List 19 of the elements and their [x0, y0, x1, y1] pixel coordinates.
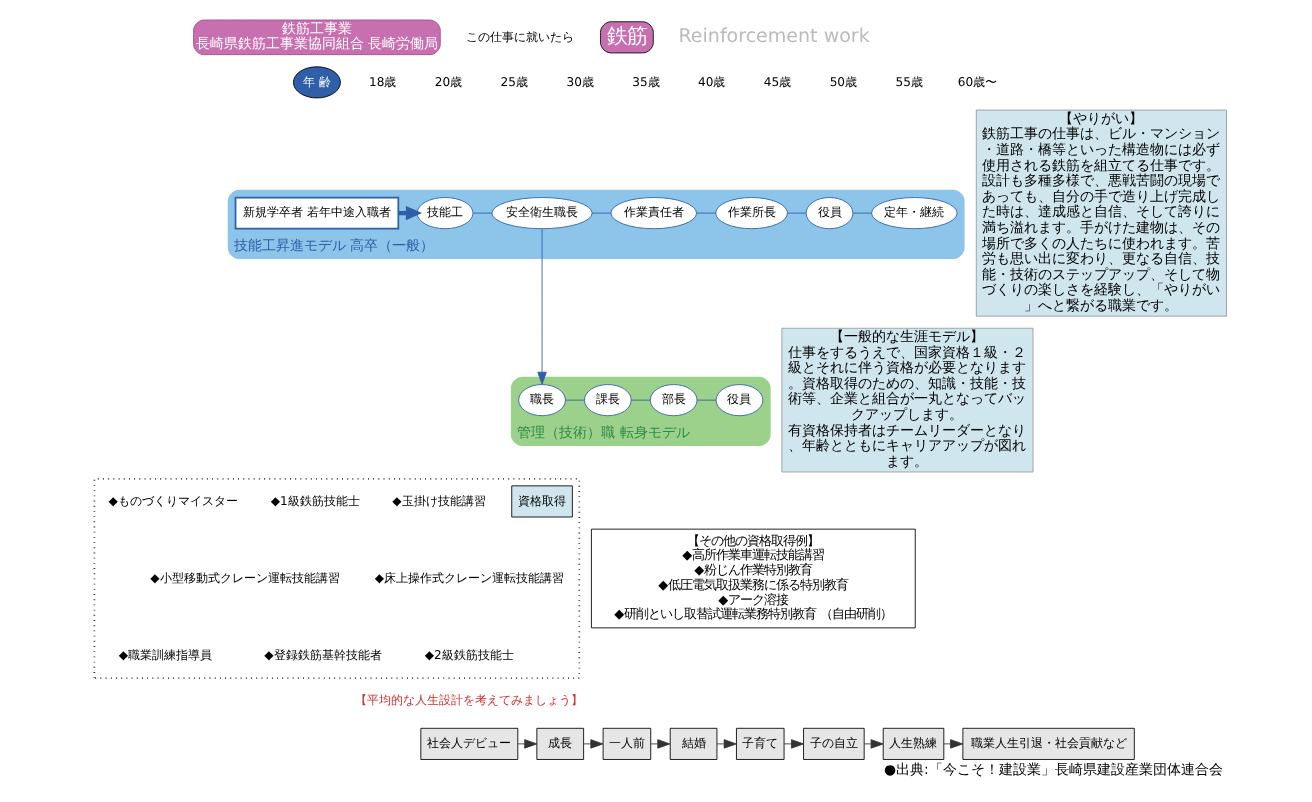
connector [472, 212, 492, 214]
connector [629, 399, 650, 401]
arrow [582, 739, 603, 749]
cluster [92, 478, 580, 679]
arrow [516, 739, 537, 749]
node-box: 鉄筋 [599, 21, 653, 54]
connector [695, 399, 716, 401]
arrow [782, 739, 803, 749]
arrow [862, 739, 883, 749]
connector [564, 399, 584, 401]
label: Reinforcement work [677, 26, 869, 49]
arrow [649, 739, 670, 749]
connector [590, 212, 611, 214]
arrow [536, 228, 546, 385]
arrow [715, 739, 736, 749]
connector [786, 212, 806, 214]
connector [851, 212, 871, 214]
arrow [942, 739, 963, 749]
connector [695, 212, 716, 214]
